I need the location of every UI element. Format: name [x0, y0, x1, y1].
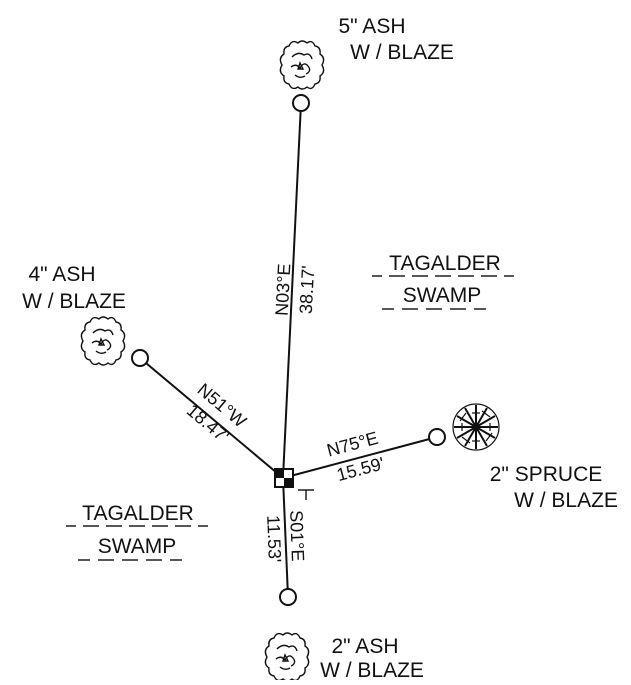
swamp-lower-line2: SWAMP [98, 535, 177, 558]
swamp-label-lower: TAGALDER SWAMP [66, 502, 208, 561]
tree-point-south [279, 588, 297, 606]
line-south [282, 477, 289, 598]
conifer-tree-icon [452, 403, 500, 451]
swamp-label-upper: TAGALDER SWAMP [372, 252, 514, 310]
tree-label-east-line2: W / BLAZE [514, 489, 618, 512]
line-east [282, 436, 438, 479]
tree-label-north-line1: 5" ASH [339, 15, 406, 38]
deciduous-tree-icon [80, 316, 126, 366]
tree-label-east-line1: 2" SPRUCE [490, 463, 603, 486]
swamp-upper-line2: SWAMP [403, 284, 482, 307]
monument-marker [274, 468, 294, 488]
distance-north: 38.17' [296, 265, 319, 314]
tree-point-west [131, 349, 149, 367]
tree-label-west-line1: 4" ASH [29, 263, 96, 286]
distance-east: 15.59' [334, 453, 386, 485]
swamp-hatch-upper [372, 275, 514, 310]
tree-label-west-line2: W / BLAZE [22, 290, 126, 313]
swamp-hatch-lower [66, 525, 208, 561]
tree-label-south-line2: W / BLAZE [320, 659, 424, 680]
tree-label-north-line2: W / BLAZE [350, 41, 454, 64]
tree-label-south-line1: 2" ASH [332, 635, 399, 658]
bearing-north: N03°E [272, 263, 295, 316]
tree-point-north [292, 94, 310, 112]
deciduous-tree-icon [279, 40, 325, 90]
swamp-lower-line1: TAGALDER [82, 502, 194, 525]
bearing-south: S01°E [286, 510, 308, 562]
distance-south: 11.53' [263, 515, 285, 563]
swamp-upper-line1: TAGALDER [389, 252, 501, 275]
monument-pin-symbol [298, 489, 314, 500]
line-west [139, 357, 284, 479]
line-north [282, 102, 302, 479]
tree-point-east [428, 428, 446, 446]
deciduous-tree-icon [264, 632, 310, 682]
